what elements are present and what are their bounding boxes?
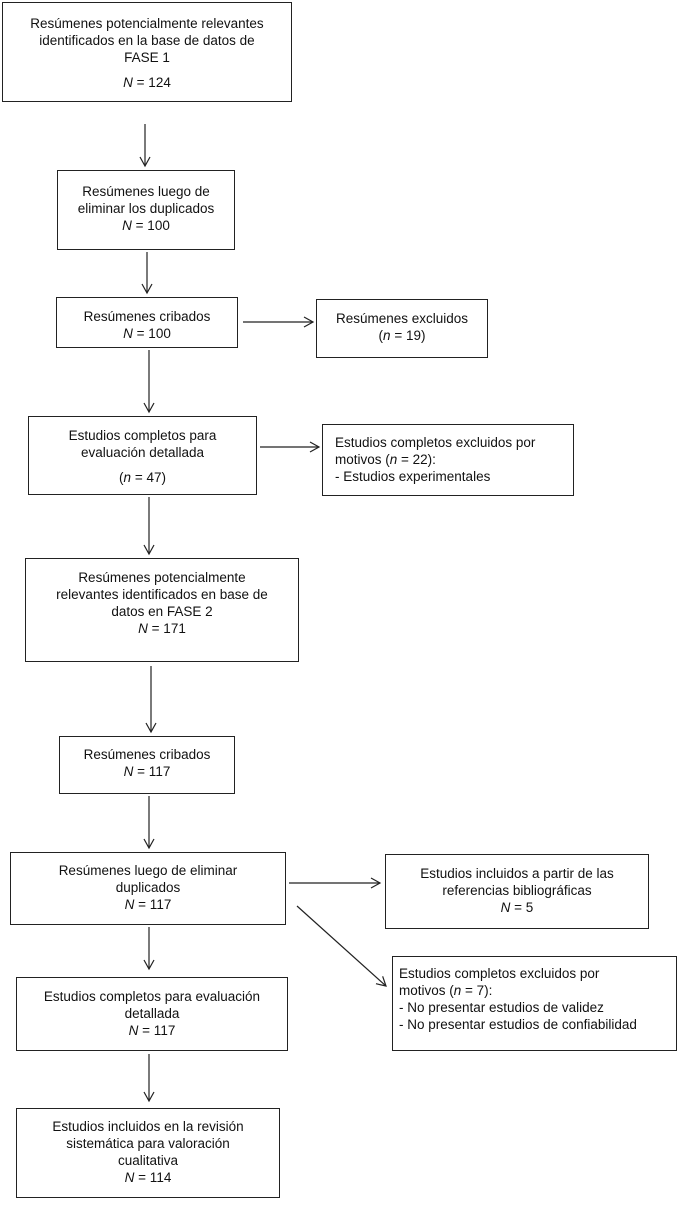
box-text-line: Estudios completos excluidos por (399, 966, 600, 981)
box-text-line: Resúmenes excluidos (335, 311, 469, 326)
box-text-line: identificados en la base de datos de (39, 33, 255, 48)
box-text-line: eliminar los duplicados (77, 201, 215, 216)
box-text-line: Estudios completos excluidos por (335, 435, 536, 450)
box-text-line: sistemática para valoración (66, 1136, 230, 1151)
box-text-line: Estudios incluidos en la revisión (52, 1119, 244, 1134)
box-count: N = 100 (123, 326, 171, 341)
box-text-line: duplicados (115, 880, 181, 895)
arrow-b7-b8r (296, 905, 387, 987)
box-text-line: Resúmenes cribados (83, 309, 211, 324)
box-text-line: motivos (n = 7): (399, 983, 493, 998)
box-text-line: Resúmenes luego de (82, 184, 210, 199)
box-phase1-abstracts: Resúmenes potencialmente relevantes iden… (2, 2, 292, 102)
box-phase2-abstracts: Resúmenes potencialmente relevantes iden… (25, 558, 299, 662)
box-text-line: referencias bibliográficas (442, 883, 592, 898)
box-text-line: datos en FASE 2 (111, 604, 213, 619)
box-after-duplicates: Resúmenes luego de eliminar los duplicad… (57, 170, 235, 250)
box-full-studies-detailed: Estudios completos para evaluación detal… (28, 416, 257, 495)
box-count: (n = 47) (119, 470, 166, 485)
box-text-line: evaluación detallada (80, 445, 205, 460)
box-count: N = 171 (138, 621, 186, 636)
exclusion-reason: - Estudios experimentales (335, 469, 491, 484)
box-text-line: cualitativa (117, 1153, 179, 1168)
box-excluded-abstracts: Resúmenes excluidos (n = 19) (316, 299, 488, 358)
box-text-line: Resúmenes luego de eliminar (58, 863, 238, 878)
box-count: N = 117 (124, 897, 172, 912)
box-text-line: Estudios completos para (68, 428, 217, 443)
box-text-line: relevantes identificados en base de (56, 587, 268, 602)
exclusion-reason: - No presentar estudios de validez (399, 1000, 604, 1015)
box-full-studies-detailed-phase2: Estudios completos para evaluación detal… (16, 977, 288, 1051)
box-screened-abstracts-phase2: Resúmenes cribados N = 117 (59, 736, 235, 794)
box-count: N = 124 (123, 75, 171, 90)
box-text-line: Resúmenes potencialmente (78, 570, 246, 585)
box-count: N = 100 (122, 218, 170, 233)
box-text-line: FASE 1 (124, 50, 170, 65)
box-count: N = 114 (124, 1170, 172, 1185)
box-count: N = 5 (500, 900, 534, 915)
box-after-duplicates-phase2: Resúmenes luego de eliminar duplicados N… (10, 852, 286, 925)
box-included-in-review: Estudios incluidos en la revisión sistem… (16, 1108, 280, 1198)
box-excluded-full-studies-phase2: Estudios completos excluidos por motivos… (392, 956, 677, 1051)
box-text-line: Resúmenes cribados (83, 747, 211, 762)
box-count: N = 117 (123, 764, 171, 779)
box-excluded-full-studies-phase1: Estudios completos excluidos por motivos… (322, 424, 574, 496)
box-included-from-references: Estudios incluidos a partir de las refer… (385, 854, 649, 929)
box-count: N = 117 (128, 1023, 176, 1038)
box-count: (n = 19) (378, 328, 426, 343)
box-text-line: Estudios completos para evaluación (43, 989, 261, 1004)
box-text-line: Resúmenes potencialmente relevantes (30, 16, 264, 31)
box-text-line: motivos (n = 22): (335, 452, 436, 467)
box-text-line: Estudios incluidos a partir de las (420, 866, 614, 881)
box-text-line: detallada (124, 1006, 180, 1021)
box-screened-abstracts: Resúmenes cribados N = 100 (56, 297, 238, 348)
exclusion-reason: - No presentar estudios de confiabilidad (399, 1017, 637, 1032)
